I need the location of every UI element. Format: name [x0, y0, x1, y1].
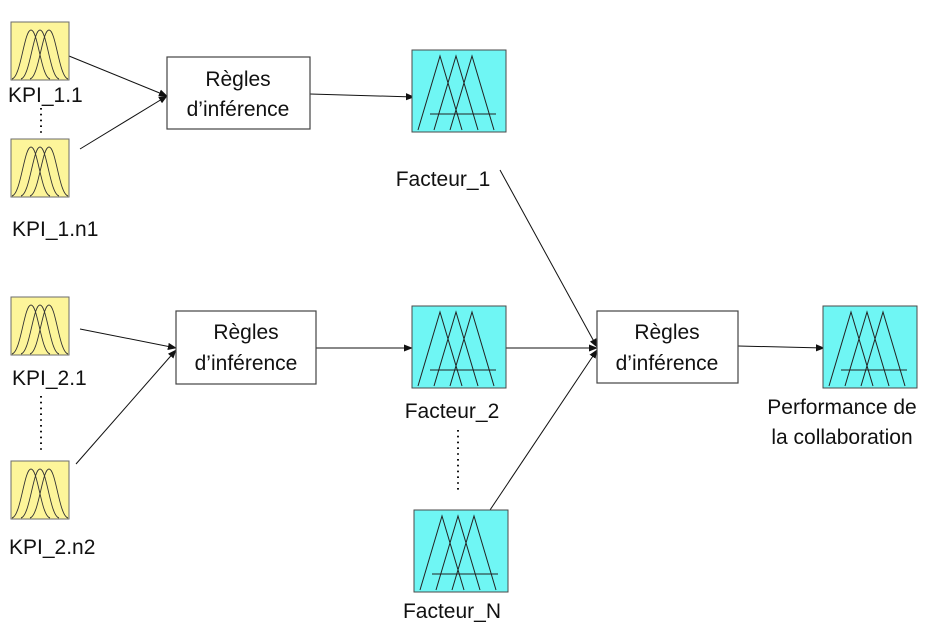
rules-box-1-line2: d’inférence [187, 98, 290, 121]
kpi-2-n2-node: KPI_2.n2 [9, 460, 95, 559]
kpi-2-1-label: KPI_2.1 [12, 367, 87, 390]
rules-box-1-line1: Règles [205, 68, 270, 91]
edge-facteur-1-to-rules-3 [499, 169, 598, 348]
facteur-1-node: Facteur_1 [396, 49, 507, 191]
gaussian-membership-icon [10, 21, 70, 81]
gaussian-membership-icon [10, 296, 70, 356]
rules-box-2: Règles d’inférence [175, 310, 317, 385]
edge-facteur-n-to-rules-3 [489, 349, 598, 511]
rules-box-3-line1: Règles [634, 321, 699, 344]
kpi-2-1-node: KPI_2.1 [10, 296, 87, 390]
edge-kpi-2-1-to-rules-2 [79, 328, 177, 350]
performance-label-line1: Performance de [767, 396, 916, 419]
performance-node: Performance de la collaboration [767, 305, 918, 449]
gaussian-membership-icon [10, 460, 70, 520]
rules-box-3: Règles d’inférence [596, 310, 739, 384]
rules-box-1: Règles d’inférence [166, 56, 311, 130]
kpi-1-1-label: KPI_1.1 [8, 84, 83, 107]
rules-box-2-line1: Règles [213, 321, 278, 344]
facteur-n-label: Facteur_N [403, 600, 501, 623]
kpi-1-n1-node: KPI_1.n1 [10, 138, 98, 241]
triangular-membership-icon [411, 305, 507, 389]
rules-box-3-line2: d’inférence [616, 352, 719, 375]
edge-kpi-1-n1-to-rules-1 [79, 95, 168, 150]
facteur-1-label: Facteur_1 [396, 168, 491, 191]
facteur-n-node: Facteur_N [403, 509, 509, 623]
kpi-1-1-node: KPI_1.1 [8, 21, 83, 107]
edge-rules-1-to-facteur-1 [309, 93, 415, 101]
facteur-2-label: Facteur_2 [405, 400, 500, 423]
triangular-membership-icon [413, 509, 509, 593]
gaussian-membership-icon [10, 138, 70, 198]
triangular-membership-icon [822, 305, 918, 389]
edge-kpi-2-n2-to-rules-2 [75, 349, 177, 465]
facteur-2-node: Facteur_2 [405, 305, 507, 423]
edge-rules-3-to-performance [737, 344, 825, 352]
performance-label-line2: la collaboration [771, 426, 912, 449]
edges [68, 55, 825, 511]
triangular-membership-icon [411, 49, 507, 133]
kpi-2-n2-label: KPI_2.n2 [9, 536, 95, 559]
kpi-1-n1-label: KPI_1.n1 [12, 218, 98, 241]
edge-kpi-1-1-to-rules-1 [68, 55, 168, 97]
rules-box-2-line2: d’inférence [195, 352, 298, 375]
